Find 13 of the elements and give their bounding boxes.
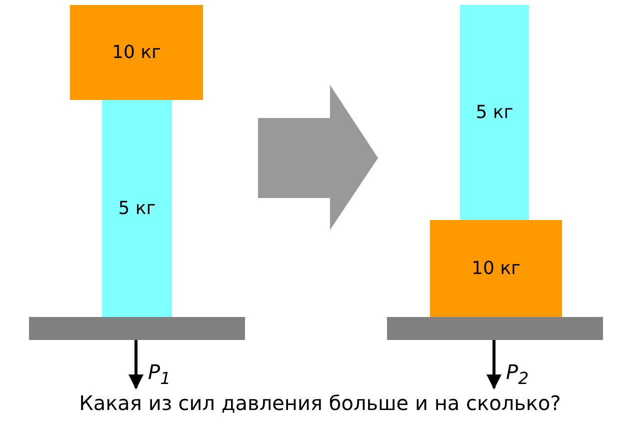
weight-block	[460, 5, 529, 220]
weight-label: 5 кг	[476, 102, 514, 123]
weight-block	[70, 5, 203, 100]
weight-block	[430, 220, 562, 317]
weight-label: 5 кг	[118, 198, 156, 219]
force-label: P$_{2}$	[506, 360, 529, 388]
force-label: P$_{1}$	[148, 360, 171, 388]
weight-label: 10 кг	[472, 258, 520, 279]
support-bar	[387, 317, 603, 340]
support-bar	[29, 317, 245, 340]
question-text: Какая из сил давления больше и на сколько?	[78, 391, 562, 415]
weight-block	[102, 100, 172, 317]
weight-label: 10 кг	[112, 42, 161, 63]
